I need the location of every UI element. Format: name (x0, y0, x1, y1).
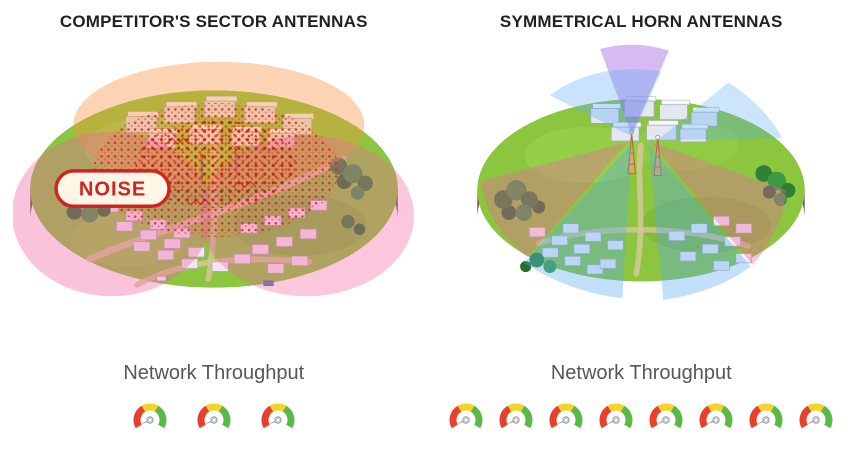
horn-gauge-row (441, 398, 841, 440)
throughput-gauge-icon (749, 403, 783, 429)
throughput-gauge-icon (649, 403, 683, 429)
panel-horn: SYMMETRICAL HORN ANTENNAS (428, 0, 855, 464)
horn-island-illustration (477, 44, 805, 301)
noise-badge: NOISE (54, 169, 171, 208)
competitor-illustration-area: NOISE (12, 34, 415, 346)
throughput-gauge-icon (499, 403, 533, 429)
throughput-gauge-icon (599, 403, 633, 429)
throughput-gauge-icon (261, 403, 295, 429)
noise-badge-label: NOISE (79, 179, 146, 201)
competitor-gauge-row (118, 398, 310, 440)
horn-coverage-beams (481, 44, 787, 301)
competitor-throughput-label: Network Throughput (123, 362, 305, 384)
horn-title: SYMMETRICAL HORN ANTENNAS (499, 12, 783, 31)
throughput-gauge-icon (449, 403, 483, 429)
horn-throughput-label: Network Throughput (550, 362, 732, 384)
panel-competitor: COMPETITOR'S SECTOR ANTENNAS (12, 12, 415, 440)
competitor-title: COMPETITOR'S SECTOR ANTENNAS (59, 12, 368, 31)
competitor-island-illustration: NOISE (12, 61, 414, 297)
throughput-gauge-icon (197, 403, 231, 429)
horn-trees (494, 165, 796, 274)
horn-illustration-area (455, 34, 827, 346)
horn-antenna-towers (627, 129, 663, 176)
throughput-gauge-icon (549, 403, 583, 429)
throughput-gauge-icon (133, 403, 167, 429)
throughput-gauge-icon (799, 403, 833, 429)
horn-houses (529, 216, 753, 275)
throughput-gauge-icon (699, 403, 733, 429)
